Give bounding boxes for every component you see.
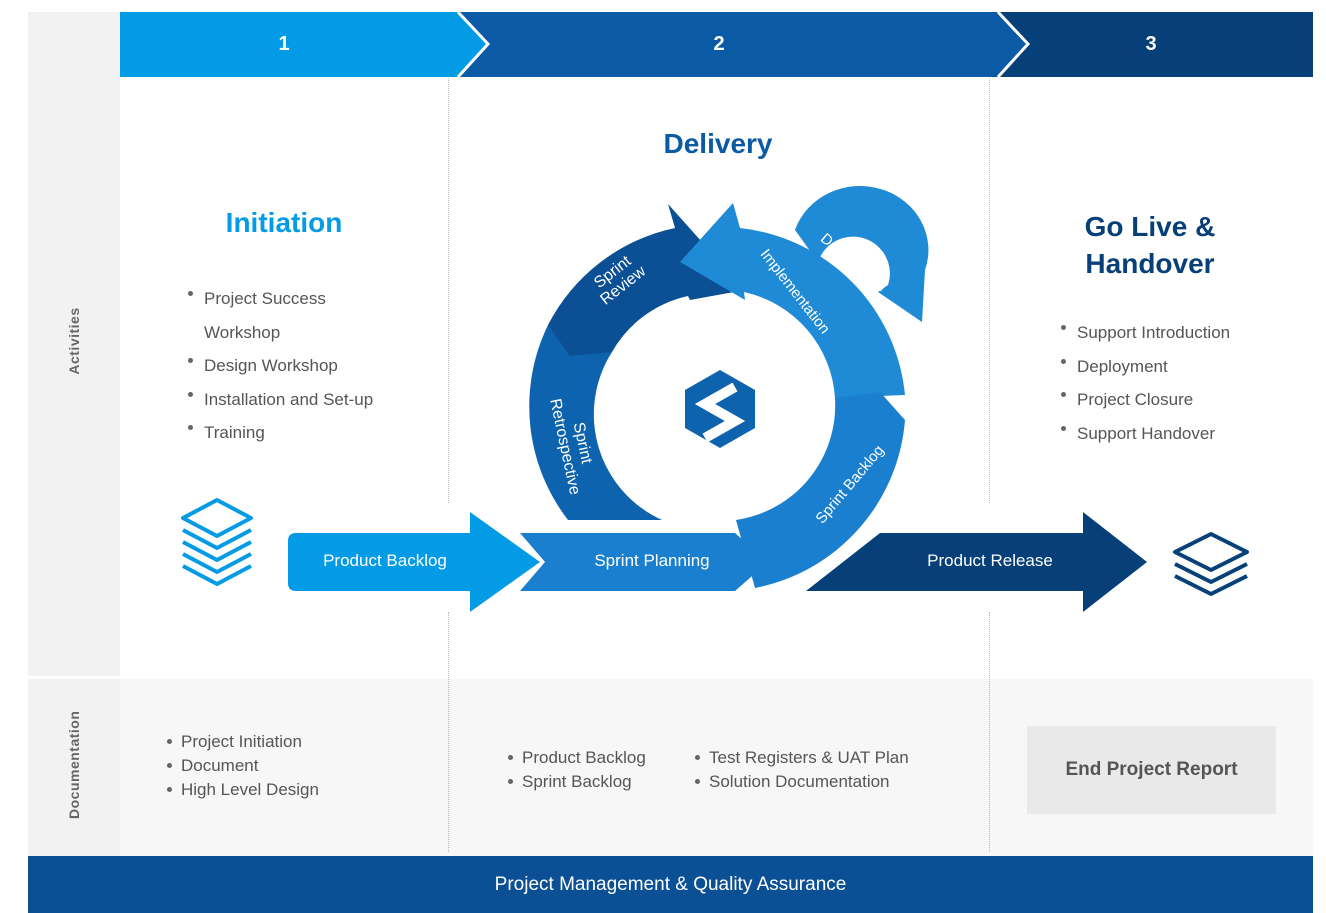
layers-stack-icon-right	[1173, 532, 1249, 596]
divider-1-2-lower	[448, 612, 449, 852]
list-item: Document	[165, 754, 405, 778]
layers-stack-icon-left	[181, 498, 253, 586]
sprint-retrospective-segment	[529, 325, 662, 520]
list-item: Project Success Workshop	[182, 282, 402, 349]
step-3-chevron	[998, 12, 1313, 77]
golive-title: Go Live & Handover	[1040, 208, 1260, 282]
list-item: Project Initiation	[165, 730, 405, 754]
sprint-backlog-segment	[736, 392, 905, 588]
step-3-number: 3	[1145, 33, 1157, 55]
initiation-activities: Project Success Workshop Design Workshop…	[182, 282, 402, 450]
initiation-title: Initiation	[225, 207, 343, 238]
footer-banner: Project Management & Quality Assurance	[28, 856, 1313, 913]
list-item: Design Workshop	[182, 349, 402, 383]
product-backlog-arrow	[288, 512, 540, 612]
list-item: Product Backlog	[506, 746, 686, 770]
daily-scrum-loop	[795, 185, 929, 322]
product-release-arrow	[806, 512, 1147, 612]
list-item: Solution Documentation	[693, 770, 963, 794]
implementation-segment	[680, 203, 905, 398]
step-1-divider	[456, 10, 491, 79]
sprint-review-segment	[548, 204, 745, 356]
sprint-planning-arrow	[520, 533, 768, 591]
end-project-report-box: End Project Report	[1027, 726, 1276, 814]
initiation-documentation: Project Initiation Document High Level D…	[165, 730, 405, 802]
sprint-planning-label: Sprint Planning	[594, 551, 710, 570]
delivery-title: Delivery	[663, 128, 773, 159]
golive-activities: Support Introduction Deployment Project …	[1055, 316, 1295, 450]
step-2-chevron	[458, 12, 1028, 77]
list-item: Project Closure	[1055, 383, 1295, 417]
product-backlog-label: Product Backlog	[323, 551, 447, 570]
list-item: Installation and Set-up	[182, 383, 402, 417]
side-band-divider	[28, 676, 120, 679]
list-item: Support Handover	[1055, 417, 1295, 451]
step-1-number: 1	[278, 33, 290, 55]
golive-title-line1: Go Live &	[1084, 211, 1216, 242]
list-item: Deployment	[1055, 350, 1295, 384]
list-item: Test Registers & UAT Plan	[693, 746, 963, 770]
delivery-documentation-left: Product Backlog Sprint Backlog	[506, 746, 686, 794]
step-1-chevron	[120, 12, 488, 77]
product-release-label: Product Release	[927, 551, 1053, 570]
divider-2-3-lower	[989, 612, 990, 852]
step-2-number: 2	[713, 33, 725, 55]
list-item: Support Introduction	[1055, 316, 1295, 350]
step-2-divider	[996, 10, 1031, 79]
divider-2-3	[989, 78, 990, 503]
side-label-band	[28, 12, 120, 856]
list-item: Training	[182, 416, 402, 450]
golive-title-line2: Handover	[1085, 248, 1215, 279]
delivery-documentation-right: Test Registers & UAT Plan Solution Docum…	[693, 746, 963, 794]
center-logo	[685, 370, 755, 448]
divider-1-2	[448, 78, 449, 503]
list-item: Sprint Backlog	[506, 770, 686, 794]
list-item: High Level Design	[165, 778, 405, 802]
